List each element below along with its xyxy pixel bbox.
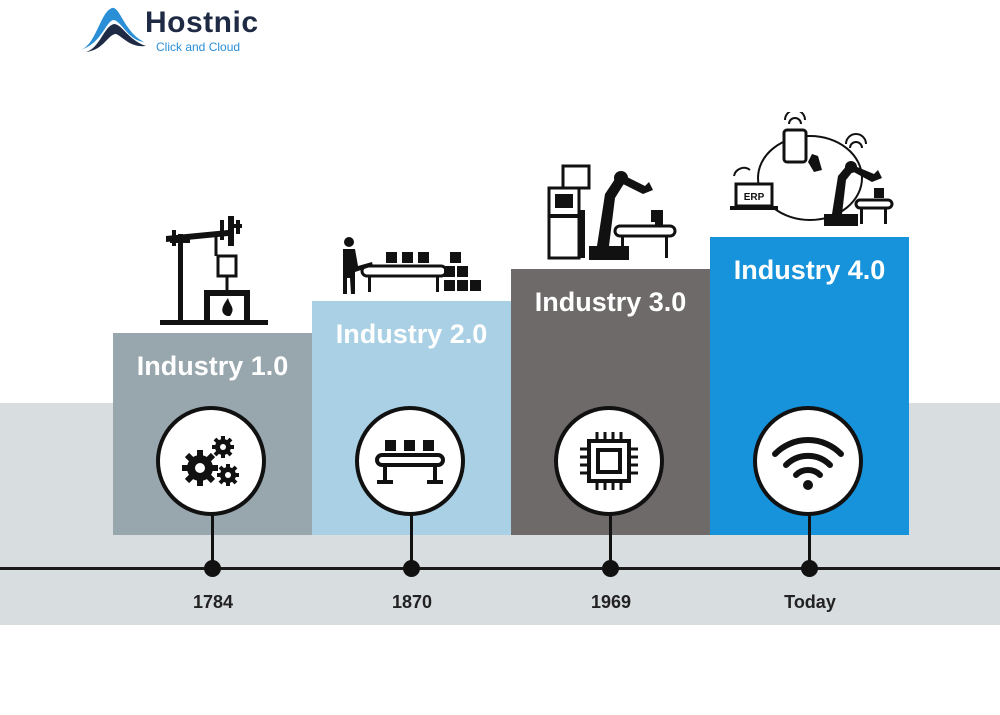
assembly-line-illustration	[343, 237, 481, 294]
timeline-dot	[801, 560, 818, 577]
chip-icon	[580, 432, 638, 490]
brand-name: Hostnic	[145, 6, 259, 39]
timeline-dot	[403, 560, 420, 577]
era-icon-circle	[554, 406, 664, 516]
year-label: Today	[784, 592, 836, 612]
erp-label: ERP	[744, 192, 765, 203]
robot-arm-illustration	[547, 164, 677, 260]
era-title: Industry 4.0	[733, 255, 886, 285]
era-title: Industry 2.0	[335, 319, 488, 349]
year-label: 1870	[391, 592, 433, 612]
timeline-connector	[211, 515, 214, 570]
timeline-connector	[609, 515, 612, 570]
conveyor-icon	[375, 440, 445, 484]
era-industry-2: Industry 2.0	[312, 301, 511, 535]
connected-erp-illustration: ERP	[730, 112, 894, 226]
era-title: Industry 3.0	[534, 287, 687, 317]
year-label: 1969	[590, 592, 632, 612]
era-title: Industry 1.0	[136, 351, 289, 381]
brand-logo: Hostnic Click and Cloud	[78, 2, 278, 56]
timeline-line	[0, 567, 1000, 570]
year-label: 1784	[192, 592, 234, 612]
brand-tagline: Click and Cloud	[156, 40, 241, 54]
wave-logo-icon	[80, 7, 146, 52]
steam-engine-illustration	[160, 216, 268, 325]
timeline-connector	[808, 515, 811, 570]
timeline-dot	[204, 560, 221, 577]
era-icon-circle	[355, 406, 465, 516]
gears-icon	[182, 436, 239, 486]
timeline-dot	[602, 560, 619, 577]
timeline-connector	[410, 515, 413, 570]
wifi-icon	[772, 437, 844, 490]
era-icon-circle	[156, 406, 266, 516]
era-icon-circle	[753, 406, 863, 516]
